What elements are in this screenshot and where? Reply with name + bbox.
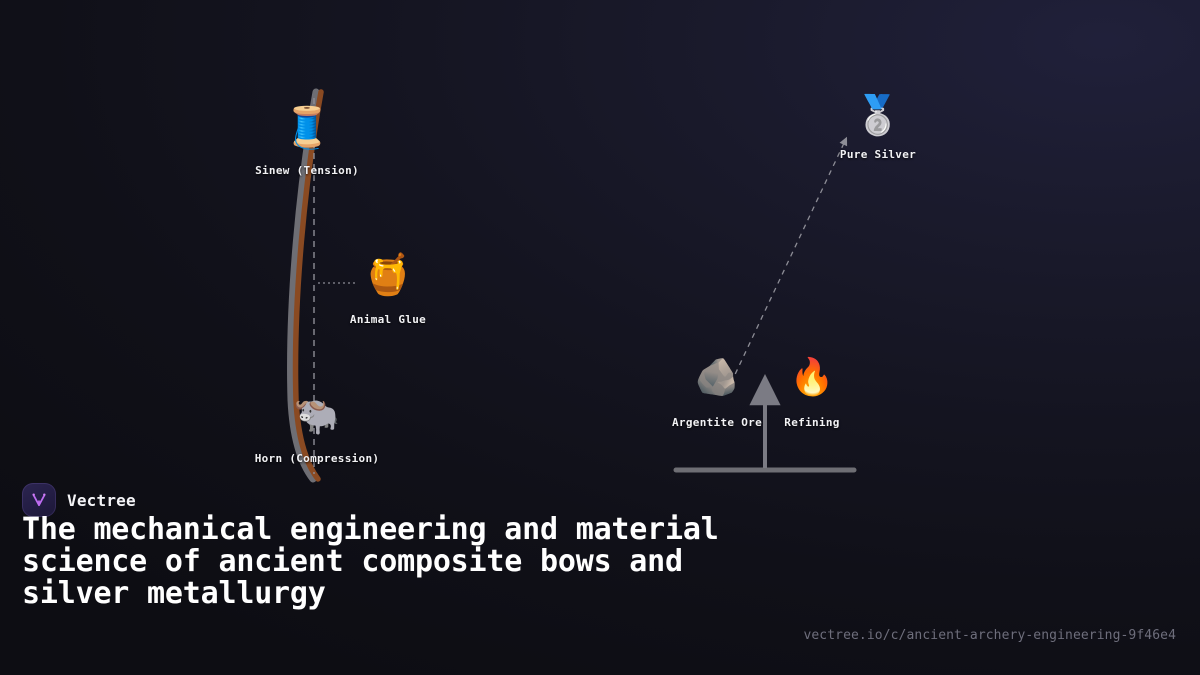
node-pure-silver[interactable]: 🥈 Pure Silver <box>840 93 916 161</box>
page-title: The mechanical engineering and material … <box>22 512 719 611</box>
brand[interactable]: Vectree <box>22 483 136 517</box>
honey-pot-icon: 🍯 <box>363 252 413 298</box>
brand-name: Vectree <box>67 490 136 510</box>
node-animal-glue[interactable]: 🍯 Animal Glue <box>350 252 426 326</box>
water-buffalo-icon: 🐃 <box>293 393 341 437</box>
vectree-logo-icon <box>22 483 56 517</box>
permalink-url[interactable]: vectree.io/c/ancient-archery-engineering… <box>803 628 1176 643</box>
node-horn[interactable]: 🐃 Horn (Compression) <box>255 393 379 465</box>
node-refining[interactable]: 🔥 Refining <box>780 357 844 430</box>
footer: Vectree The mechanical engineering and m… <box>0 475 1200 675</box>
vectree-mark <box>32 493 46 507</box>
node-label-horn: Horn (Compression) <box>254 452 380 465</box>
node-label-argentite-ore: Argentite Ore <box>672 416 762 429</box>
node-label-pure-silver: Pure Silver <box>839 148 917 161</box>
node-label-animal-glue: Animal Glue <box>349 313 427 326</box>
rock-icon: 🪨 <box>694 357 740 398</box>
fire-icon: 🔥 <box>789 357 835 398</box>
thread-spool-icon: 🧵 <box>282 105 332 151</box>
node-argentite-ore[interactable]: 🪨 Argentite Ore <box>672 357 762 430</box>
silver-medal-icon: 🥈 <box>854 93 902 137</box>
node-sinew[interactable]: 🧵 Sinew (Tension) <box>255 105 359 177</box>
ore-to-silver-arrow <box>730 136 848 384</box>
node-label-sinew: Sinew (Tension) <box>255 164 359 177</box>
bow-limb-stroke <box>292 89 324 482</box>
bow-back-stroke <box>287 88 320 483</box>
node-label-refining: Refining <box>784 416 840 429</box>
